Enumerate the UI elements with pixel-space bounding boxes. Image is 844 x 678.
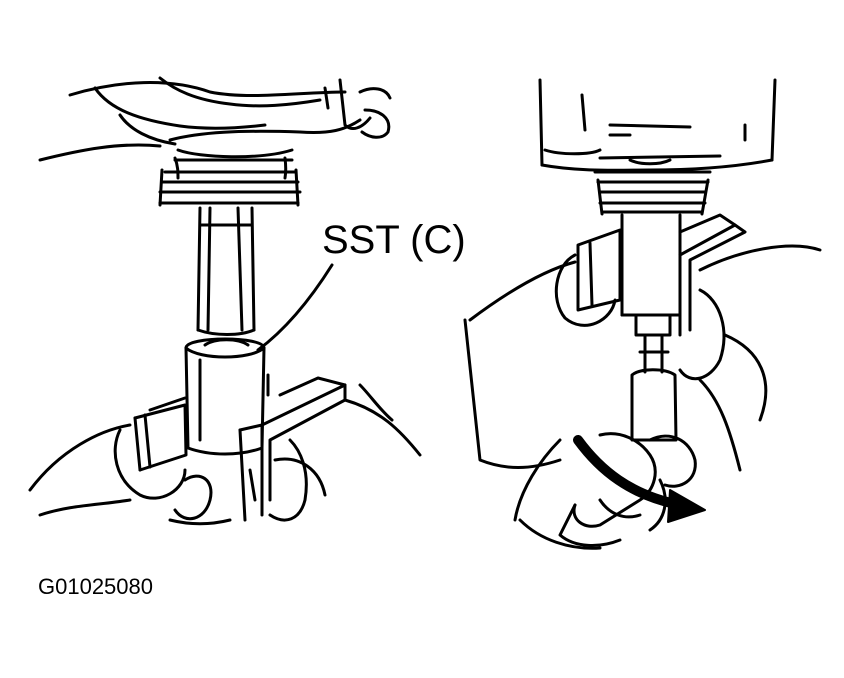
- left-vise: [135, 375, 345, 520]
- right-filter-body: [540, 80, 775, 170]
- rotation-arrow-icon: [578, 440, 705, 522]
- right-hands: [465, 246, 820, 548]
- left-panel: [30, 78, 420, 524]
- left-socket: [186, 339, 264, 454]
- left-lower-hand: [30, 385, 420, 524]
- right-panel: [465, 80, 820, 548]
- left-hex-shaft: [198, 208, 254, 335]
- right-vise: [578, 215, 745, 335]
- left-hand-top: [40, 78, 390, 160]
- callout-leader: [258, 265, 332, 350]
- right-housing-collar: [595, 172, 710, 214]
- left-housing-collar: [160, 150, 300, 205]
- right-shaft: [622, 215, 680, 440]
- figure-code: G01025080: [38, 574, 153, 599]
- callout-label: SST (C): [322, 218, 466, 262]
